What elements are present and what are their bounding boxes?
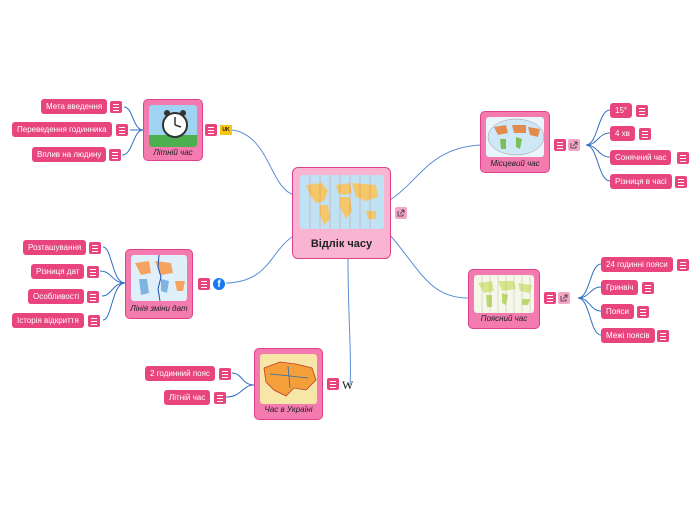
local-time-map-image — [486, 117, 544, 157]
leaf-menu-icon[interactable] — [677, 259, 689, 271]
facebook-icon[interactable]: f — [213, 278, 225, 290]
leaf-date-difference[interactable]: Різниця дат — [31, 264, 85, 279]
topic-summer-time-title: Літній час — [153, 148, 193, 157]
leaf-summer-time-ua[interactable]: Літній час — [164, 390, 211, 405]
leaf-menu-icon[interactable] — [116, 124, 128, 136]
leaf-menu-icon[interactable] — [637, 306, 649, 318]
leaf-time-difference[interactable]: Різниця в часі — [610, 174, 672, 189]
central-topic[interactable]: Відлік часу — [292, 167, 391, 259]
topic-date-line-title: Лінія зміни дат — [130, 304, 188, 313]
topic-zonal-time-title: Поясний час — [480, 314, 528, 323]
leaf-menu-icon[interactable] — [88, 315, 100, 327]
leaf-menu-icon[interactable] — [642, 282, 654, 294]
leaf-menu-icon[interactable] — [657, 330, 669, 342]
leaf-greenwich[interactable]: Гринвіч — [601, 280, 639, 295]
topic-zonal-time[interactable]: Поясний час — [468, 269, 540, 329]
leaf-zone-boundaries[interactable]: Межі поясів — [601, 328, 655, 343]
date-line-map-image — [131, 255, 187, 301]
wikipedia-icon[interactable]: W — [342, 378, 354, 392]
leaf-2-hour-zone[interactable]: 2 годинний пояс — [145, 366, 215, 381]
leaf-zones[interactable]: Пояси — [601, 304, 634, 319]
central-topic-title: Відлік часу — [310, 238, 373, 250]
leaf-location[interactable]: Розташування — [23, 240, 87, 255]
leaf-summer-purpose[interactable]: Мета введення — [41, 99, 108, 114]
topic-time-in-ukraine[interactable]: Час в Україні — [254, 348, 323, 420]
local-notes-menu-icon[interactable] — [554, 139, 566, 151]
external-link-icon[interactable] — [395, 207, 407, 219]
ukraine-notes-menu-icon[interactable] — [327, 378, 339, 390]
leaf-15-degrees[interactable]: 15° — [610, 103, 633, 118]
leaf-menu-icon[interactable] — [636, 105, 648, 117]
leaf-menu-icon[interactable] — [87, 291, 99, 303]
leaf-discovery-history[interactable]: Історія відкриття — [12, 313, 84, 328]
leaf-menu-icon[interactable] — [87, 266, 99, 278]
leaf-4-minutes[interactable]: 4 хв — [610, 126, 635, 141]
topic-summer-time[interactable]: Літній час — [143, 99, 203, 161]
topic-time-in-ukraine-title: Час в Україні — [264, 405, 313, 414]
leaf-24-time-zones[interactable]: 24 годинні пояси — [601, 257, 673, 272]
topic-local-time[interactable]: Місцевий час — [480, 111, 550, 173]
leaf-menu-icon[interactable] — [675, 176, 687, 188]
leaf-menu-icon[interactable] — [639, 128, 651, 140]
external-link-icon[interactable] — [568, 139, 580, 151]
dateline-notes-menu-icon[interactable] — [198, 278, 210, 290]
leaf-human-impact[interactable]: Вплив на людину — [32, 147, 107, 162]
leaf-clock-change[interactable]: Переведення годинника — [12, 122, 112, 137]
leaf-menu-icon[interactable] — [677, 152, 689, 164]
leaf-menu-icon[interactable] — [109, 149, 121, 161]
leaf-menu-icon[interactable] — [214, 392, 226, 404]
zonal-notes-menu-icon[interactable] — [544, 292, 556, 304]
leaf-solar-time[interactable]: Сонячний час — [610, 150, 672, 165]
topic-local-time-title: Місцевий час — [490, 159, 540, 168]
zonal-time-map-image — [474, 275, 534, 313]
summer-notes-menu-icon[interactable] — [205, 124, 217, 136]
topic-date-line[interactable]: Лінія зміни дат — [125, 249, 193, 319]
ukraine-map-image — [260, 354, 317, 404]
alarm-clock-image — [149, 105, 197, 147]
flag-icon: UK — [220, 125, 232, 135]
leaf-menu-icon[interactable] — [219, 368, 231, 380]
leaf-menu-icon[interactable] — [89, 242, 101, 254]
world-timezone-map-image — [300, 175, 384, 229]
leaf-menu-icon[interactable] — [110, 101, 122, 113]
leaf-features[interactable]: Особливості — [28, 289, 85, 304]
external-link-icon[interactable] — [558, 292, 570, 304]
